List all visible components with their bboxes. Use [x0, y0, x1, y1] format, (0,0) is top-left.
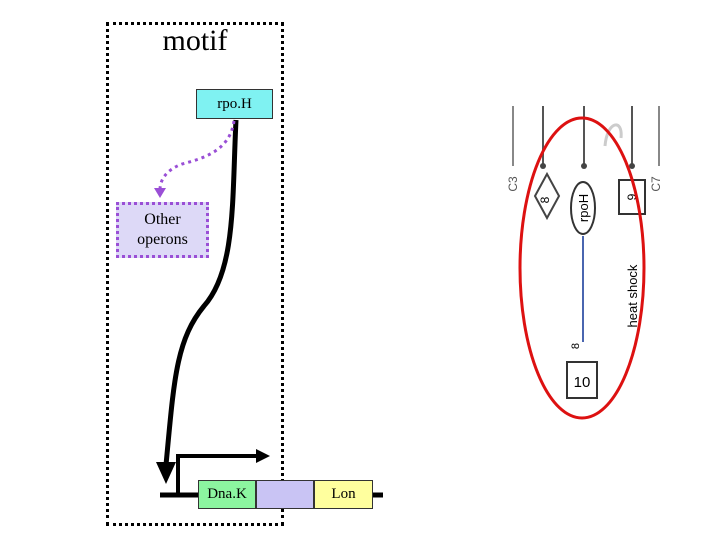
network-excerpt-drawing: rpoH 9 C3 8 C7 8 heat shock 10: [506, 106, 663, 420]
purple-arrowhead: [154, 188, 166, 198]
network-rpoh-label: rpoH: [576, 194, 591, 222]
rpoh-to-dnak-arrow: [163, 119, 239, 466]
rpoh-gene-box: rpo.H: [196, 89, 273, 119]
other-operons-line-2: operons: [137, 231, 188, 248]
network-diamond-node: [533, 171, 561, 221]
promoter-arrowhead: [256, 449, 270, 463]
network-excerpt: rpoH 9 C3 8 C7 8 heat shock 10: [497, 96, 667, 426]
motif-frame: [106, 22, 284, 526]
rpoh-to-other-operons-arrow: [158, 120, 236, 191]
network-node-10: [566, 361, 598, 399]
network-node-dot: [629, 163, 635, 169]
network-fragment-label-3: 9: [625, 193, 639, 200]
network-fragment-label-4: C7: [649, 176, 663, 192]
rpoh-arrowhead: [156, 462, 176, 484]
network-rpoh-node: [570, 181, 596, 235]
middle-gene-box: [256, 480, 314, 509]
network-fragment-label-5: 8: [570, 343, 582, 349]
network-fragment-label-2: 8: [538, 196, 552, 203]
network-node-dot: [581, 163, 587, 169]
lon-gene-label: Lon: [331, 486, 356, 502]
highlight-ellipse: [518, 116, 646, 420]
motif-title: motif: [162, 24, 228, 57]
other-operons-line-1: Other: [144, 211, 181, 228]
network-heat-shock-label: heat shock: [625, 264, 640, 327]
lon-gene-box: Lon: [314, 480, 373, 509]
network-fragment-label-1: C3: [506, 176, 520, 192]
rpoh-gene-label: rpo.H: [217, 95, 252, 112]
other-operons-box: Other operons: [116, 202, 209, 258]
promoter-arrow: [176, 454, 258, 495]
dnak-gene-label: Dna.K: [207, 486, 247, 502]
network-node-dot: [540, 163, 546, 169]
dnak-gene-box: Dna.K: [198, 480, 256, 509]
network-curl: [603, 123, 623, 147]
network-node-10-label: 10: [574, 374, 591, 391]
